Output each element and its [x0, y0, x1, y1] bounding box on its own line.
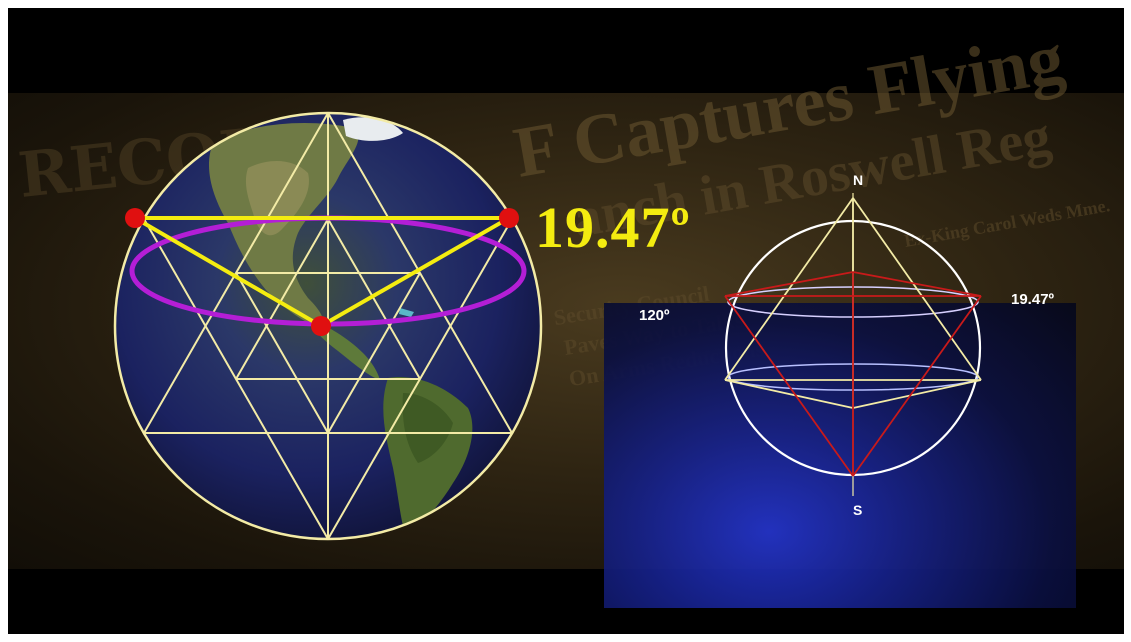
yellow-triangle	[127, 216, 517, 329]
vertex-dot-bottom	[311, 316, 331, 336]
vertex-dot-right	[499, 208, 519, 228]
south-label: S	[853, 502, 863, 518]
tetrahedron-panel	[604, 303, 1076, 608]
angle-1947-label: 19.47º	[1011, 291, 1055, 308]
angle-120-label: 120º	[639, 307, 670, 324]
diagram-layer	[113, 111, 982, 541]
vertex-dot-left	[125, 208, 145, 228]
latitude-angle-label: 19.47º	[535, 195, 691, 260]
north-label: N	[853, 172, 864, 188]
video-frame: RECORD F Captures Flying anch in Roswell…	[8, 8, 1124, 634]
tetrahedron-sphere	[724, 193, 982, 496]
